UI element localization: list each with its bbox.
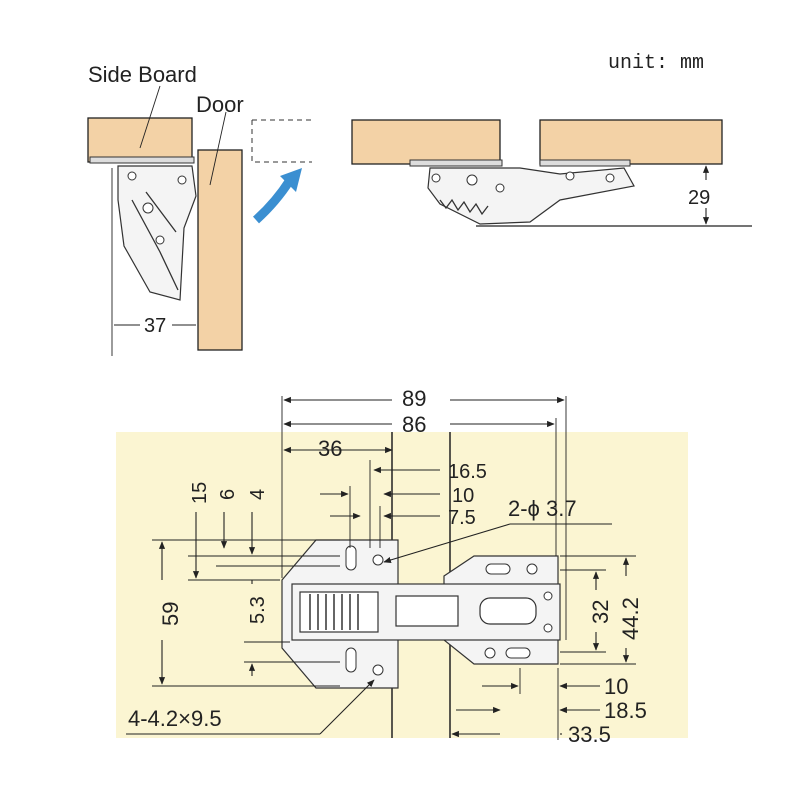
dim-4: 4	[247, 489, 269, 500]
slider	[395, 595, 459, 627]
hinge-pivot	[605, 173, 615, 183]
dim-36: 36	[318, 436, 342, 461]
dim-10-bottom: 10	[604, 674, 628, 699]
dim-10-top: 10	[452, 485, 474, 507]
dim-32: 32	[588, 600, 613, 624]
screw-hole	[526, 563, 538, 575]
hinge-pivot	[565, 171, 575, 181]
hinge-arm-left	[131, 191, 179, 291]
slot-hole	[505, 647, 531, 659]
hinge-folded	[427, 167, 635, 225]
dim-16-5: 16.5	[448, 461, 487, 483]
hinge-spring	[439, 198, 489, 216]
side-board-plate	[89, 156, 195, 164]
slot-hole	[485, 563, 511, 575]
dim-7-5: 7.5	[448, 507, 476, 529]
door	[197, 149, 243, 351]
side-board-label: Side Board	[88, 62, 197, 87]
dim-18-5: 18.5	[604, 698, 647, 723]
rotation-arrow-head	[280, 168, 302, 192]
hole-label: 2-ϕ 3.7	[508, 496, 577, 521]
pivot-pin	[543, 623, 553, 633]
dim-37: 37	[144, 315, 166, 337]
top-left-view: Side Board Door 37	[87, 62, 312, 356]
hinge-pivot	[431, 173, 441, 183]
top-right-view: 29	[351, 119, 752, 227]
dim-29: 29	[688, 187, 710, 209]
spring	[309, 594, 359, 630]
hinge-pivot	[495, 183, 505, 193]
dim-6: 6	[217, 489, 239, 500]
door-label: Door	[196, 92, 244, 117]
side-board	[87, 117, 193, 163]
slot-leader	[319, 679, 375, 735]
dim-15: 15	[189, 482, 211, 504]
board-right	[539, 119, 723, 165]
slot-label: 4-4.2×9.5	[128, 706, 222, 731]
hinge-pivot	[127, 171, 137, 181]
dim-89: 89	[402, 386, 426, 411]
board-left	[351, 119, 501, 165]
door-leader	[209, 111, 227, 186]
link-arm	[479, 597, 537, 625]
rotation-arrow	[252, 177, 294, 224]
dim-59: 59	[158, 602, 183, 626]
hinge-pivot	[466, 174, 478, 186]
plan-view: 89 86 36 16.5 10 7.5 2-ϕ 3.7 15 6 4	[116, 386, 688, 747]
hinge-pivot	[177, 175, 187, 185]
dim-86: 86	[402, 412, 426, 437]
hinge-pivot	[155, 235, 165, 245]
hole-leader	[383, 523, 511, 563]
door-open-outline	[251, 119, 312, 163]
hinge-body-left	[117, 165, 197, 301]
slot-hole	[345, 647, 357, 673]
board-left-plate	[409, 159, 503, 167]
slot-hole	[345, 545, 357, 571]
hinge-pivot	[142, 202, 154, 214]
pivot-pin	[543, 591, 553, 601]
board-right-plate	[539, 159, 631, 167]
screw-hole	[372, 554, 384, 566]
spring-housing	[299, 591, 379, 633]
side-board-leader	[139, 85, 161, 149]
dim-33-5: 33.5	[568, 722, 611, 747]
dim-44-2: 44.2	[618, 597, 643, 640]
screw-hole	[372, 664, 384, 676]
dim-5-3: 5.3	[247, 596, 269, 624]
screw-hole	[484, 647, 496, 659]
unit-label: unit: mm	[608, 52, 704, 75]
